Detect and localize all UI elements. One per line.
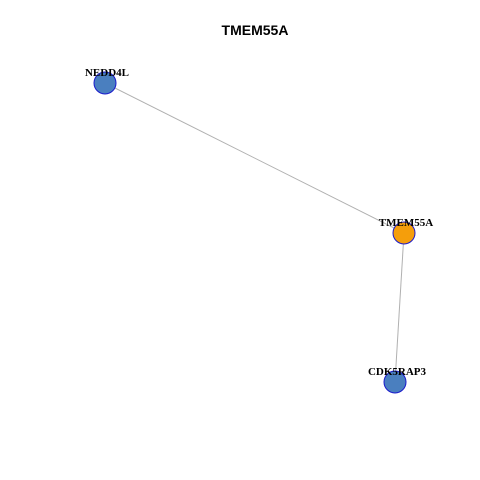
edge-tmem55a-cdk5rap3 <box>394 232 405 383</box>
edge-nedd4l-tmem55a <box>104 82 405 234</box>
node-nedd4l-label: NEDD4L <box>85 67 129 79</box>
node-cdk5rap3-label: CDK5RAP3 <box>368 366 427 378</box>
diagram-title: TMEM55A <box>222 22 289 38</box>
node-cdk5rap3-circle[interactable] <box>383 370 407 394</box>
node-tmem55a-circle[interactable] <box>392 221 416 245</box>
edges-layer <box>104 82 405 383</box>
node-nedd4l[interactable]: NEDD4L <box>85 67 129 95</box>
node-tmem55a[interactable]: TMEM55A <box>379 217 433 245</box>
node-cdk5rap3[interactable]: CDK5RAP3 <box>368 366 427 394</box>
node-nedd4l-circle[interactable] <box>93 71 117 95</box>
nodes-layer: NEDD4L TMEM55A CDK5RAP3 <box>85 67 433 394</box>
node-tmem55a-label: TMEM55A <box>379 217 433 229</box>
